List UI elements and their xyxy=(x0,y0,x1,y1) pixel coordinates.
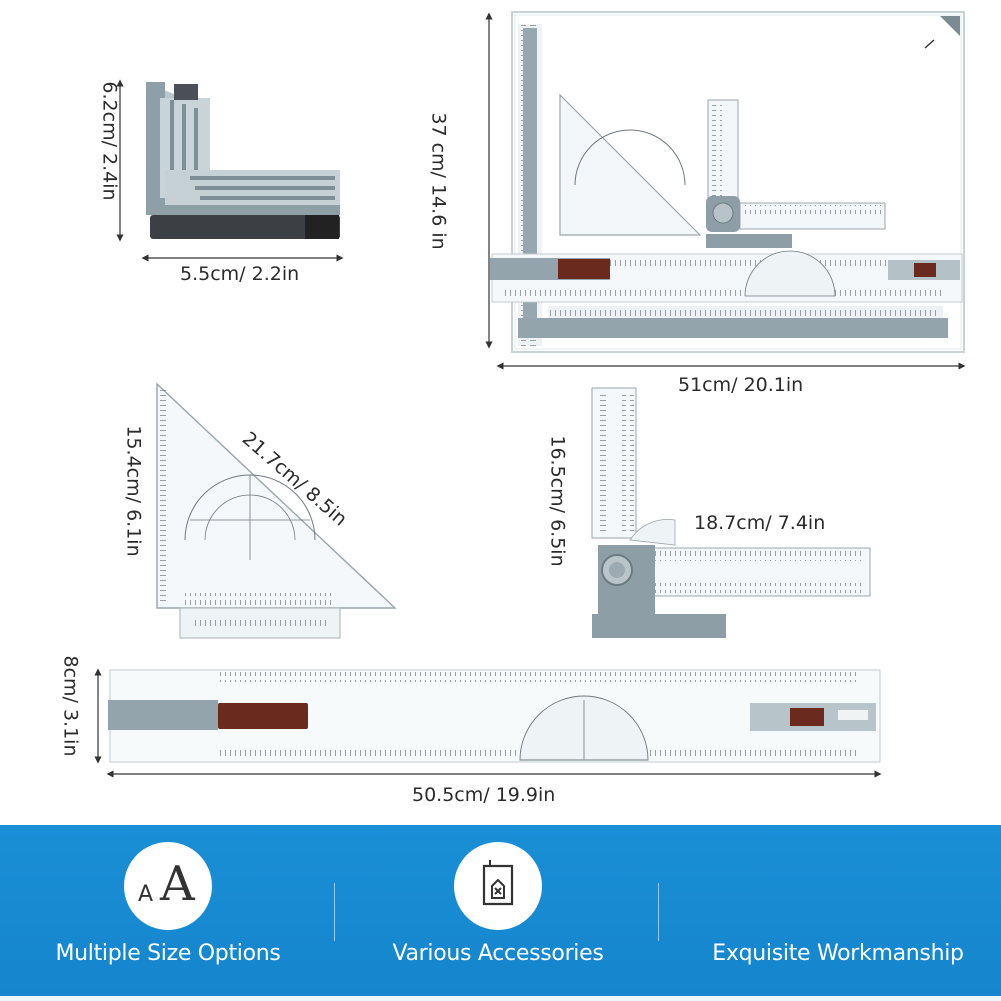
feature-multiple-size: A A Multiple Size Options xyxy=(18,825,318,1001)
arm-height-label: 16.5cm/ 6.5in xyxy=(546,435,569,567)
divider xyxy=(658,883,659,941)
feature-various-accessories: Various Accessories xyxy=(348,825,648,1001)
adjustable-arm xyxy=(591,387,871,638)
accessories-box-icon xyxy=(454,842,542,930)
parallel-bar xyxy=(108,669,881,763)
triangle-height-label: 15.4cm/ 6.1in xyxy=(122,425,145,557)
arm-width-label: 18.7cm/ 7.4in xyxy=(694,512,826,534)
feature-exquisite-workmanship: Exquisite Workmanship xyxy=(688,825,988,1001)
corner-width-label: 5.5cm/ 2.2in xyxy=(180,263,300,285)
board-height-label: 37 cm/ 14.6 in xyxy=(427,112,450,250)
icon-small-letter: A xyxy=(138,882,154,907)
icon-large-letter: A xyxy=(160,856,195,912)
triangle-ruler xyxy=(156,382,397,639)
product-illustration: 6.2cm/ 2.4in 5.5cm/ 2.2in 37 cm/ 14.6 in… xyxy=(59,11,966,806)
bottom-strip xyxy=(0,996,1001,1001)
divider xyxy=(334,883,335,941)
feature-label: Various Accessories xyxy=(392,941,604,966)
corner-slider xyxy=(146,82,340,239)
bar-width-label: 50.5cm/ 19.9in xyxy=(412,784,556,806)
drawing-board xyxy=(490,11,965,353)
font-size-icon: A A xyxy=(124,842,212,930)
feature-label: Exquisite Workmanship xyxy=(712,941,964,966)
feature-banner: A A Multiple Size Options Various Access… xyxy=(0,825,1001,1001)
corner-height-label: 6.2cm/ 2.4in xyxy=(98,81,121,201)
feature-label: Multiple Size Options xyxy=(55,941,281,966)
board-width-label: 51cm/ 20.1in xyxy=(678,374,804,396)
bar-height-label: 8cm/ 3.1in xyxy=(59,655,82,757)
